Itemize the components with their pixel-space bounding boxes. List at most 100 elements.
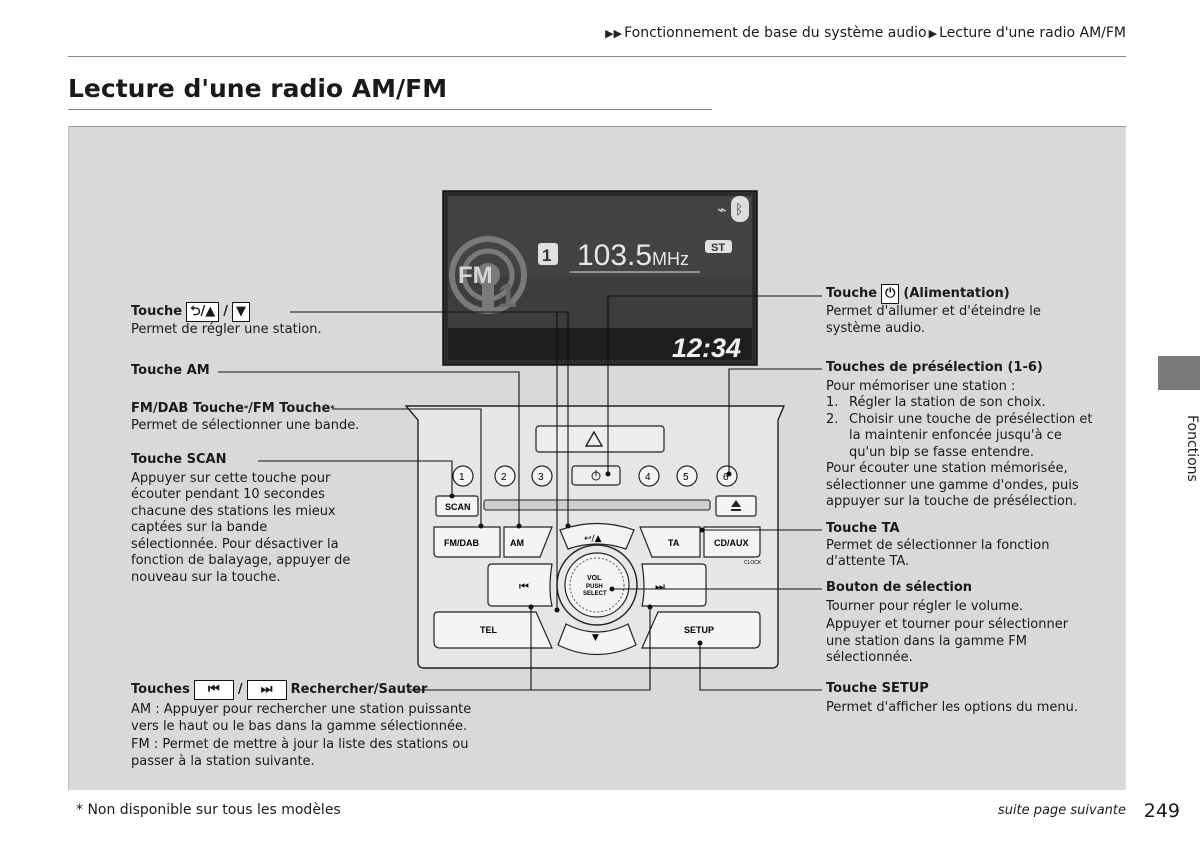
callout-select-desc-1: Tourner pour régler le volume. [826, 598, 1024, 614]
tune-up-icon: ↩/▲ [584, 534, 602, 544]
callout-seek-desc-2: FM : Permet de mettre à jour la liste de… [131, 737, 469, 769]
stereo-badge [705, 240, 732, 253]
seek-back-button[interactable] [487, 563, 553, 607]
triangle-right-icon: ▶▶ [605, 26, 623, 40]
bluetooth-icon [731, 196, 749, 222]
seek-forward-icon: ⏭ [655, 580, 665, 593]
callout-presets-step-2: Choisir une touche de présélection et la… [849, 411, 1093, 460]
callout-am-label: Touche AM [131, 363, 210, 378]
section-tab [1158, 356, 1200, 390]
title-underline [68, 109, 712, 110]
am-button[interactable] [503, 526, 553, 558]
callout-presets: Touches de présélection (1-6) Pour mémor… [826, 360, 1094, 511]
cd-aux-button-label: CD/AUX [714, 538, 749, 548]
callout-presets-label: Touches de présélection (1-6) [826, 360, 1043, 375]
frequency-unit: MHz [652, 249, 689, 269]
seek-forward-button[interactable] [641, 563, 707, 607]
fm-dab-button-label: FM/DAB [444, 538, 479, 548]
callout-tune-label: Touche [131, 303, 183, 319]
preset-button-label: 5 [683, 472, 689, 483]
usb-icon: ⌁ [717, 200, 727, 219]
callout-power-label: Touche [826, 285, 878, 301]
preset-button-label: 2 [501, 472, 507, 483]
tune-down-button[interactable] [557, 623, 637, 656]
hazard-icon [584, 430, 604, 447]
setup-button-label: SETUP [684, 625, 714, 635]
fm-signal-icon [449, 236, 527, 314]
clock-display: 12:34 [672, 333, 741, 363]
preset-button-5[interactable] [676, 465, 698, 487]
preset-button-3[interactable] [531, 465, 553, 487]
header-divider [68, 56, 1126, 57]
preset-button-label: 3 [538, 472, 544, 483]
knob-label-push: PUSH [586, 584, 603, 590]
callout-band-label: FM/DAB Touche [131, 401, 244, 416]
fm-dab-button[interactable] [433, 526, 501, 558]
preset-button-1[interactable] [452, 465, 474, 487]
scan-button[interactable] [435, 495, 479, 517]
setup-button[interactable] [641, 611, 761, 649]
preset-buttons: 1 2 3 4 5 6 [452, 465, 738, 487]
breadcrumb-part-2[interactable]: Lecture d'une radio AM/FM [939, 25, 1126, 41]
preset-button-2[interactable] [494, 465, 516, 487]
ta-button[interactable] [639, 526, 701, 558]
callout-tune: Touche ⮌/▲ / ▼ Permet de régler une stat… [131, 302, 331, 339]
ta-button-label: TA [668, 538, 680, 548]
callout-power-label-2: (Alimentation) [903, 285, 1010, 301]
callout-am: Touche AM [131, 363, 210, 380]
tel-button-label: TEL [480, 625, 498, 635]
preset-button-label: 6 [723, 472, 729, 483]
callout-band: FM/DAB Touche* /FM Touche* Permet de sél… [131, 401, 371, 434]
page-number: 249 [1143, 800, 1180, 822]
cd-slot [483, 499, 711, 511]
callout-scan-desc: Appuyer sur cette touche pour écouter pe… [131, 470, 351, 585]
callout-ta-desc: Permet de sélectionner la fonction d'att… [826, 537, 1050, 570]
scan-button-label: SCAN [445, 502, 471, 512]
breadcrumb-part-1[interactable]: Fonctionnement de base du système audio [624, 25, 927, 41]
leader-lines [218, 295, 822, 691]
leader-dots [449, 471, 732, 646]
callout-presets-outro: Pour écouter une station mémorisée, séle… [826, 461, 1079, 509]
callout-tune-desc: Permet de régler une station. [131, 322, 322, 337]
select-knob[interactable] [564, 552, 630, 618]
seek-back-key-icon: ⏮ [193, 680, 234, 700]
callout-setup-desc: Permet d'afficher les options du menu. [826, 699, 1079, 715]
section-tab-label[interactable]: Fonctions [1184, 414, 1200, 482]
callout-select-desc-2: Appuyer et tourner pour sélectionner une… [826, 617, 1069, 665]
audio-faceplate: 1 2 3 4 5 6 SCAN FM/DAB AM TA CD/AUX CLO… [404, 405, 786, 669]
callout-select: Bouton de sélection Tourner pour régler … [826, 580, 1082, 667]
preset-number-box [538, 243, 558, 265]
callout-band-label-2: /FM Touche [248, 401, 331, 416]
tune-down-icon: ▼ [592, 633, 599, 643]
callout-seek-desc-1: AM : Appuyer pour rechercher une station… [131, 702, 472, 734]
callout-power-desc: Permet d'allumer et d'éteindre le systèm… [826, 304, 1041, 336]
preset-button-4[interactable] [638, 465, 660, 487]
footnote: * Non disponible sur tous les modèles [76, 802, 341, 818]
cd-aux-button[interactable] [703, 526, 761, 558]
preset-button-6[interactable] [716, 465, 738, 487]
band-indicator: FM [458, 262, 493, 289]
preset-number: 1 [542, 246, 551, 265]
down-key-icon: ▼ [232, 302, 251, 322]
stereo-text: ST [711, 242, 725, 254]
svg-text:ᛒ: ᛒ [735, 202, 743, 218]
frequency-value: 103.5 [577, 239, 652, 272]
knob-label-vol: VOL [587, 575, 602, 582]
seek-forward-key-icon: ⏭ [246, 680, 287, 700]
tel-button[interactable] [433, 611, 553, 649]
callout-band-desc: Permet de sélectionner une bande. [131, 417, 360, 433]
callout-ta: Touche TA Permet de sélectionner la fonc… [826, 521, 1066, 571]
back-up-key-icon: ⮌/▲ [186, 302, 220, 322]
eject-icon [731, 500, 741, 507]
tune-up-button[interactable] [559, 522, 635, 550]
power-key-icon: ⏻ [881, 284, 900, 304]
preset-watermark: 1 [498, 277, 517, 315]
seek-back-icon: ⏮ [519, 580, 529, 593]
continued-note: suite page suivante [997, 803, 1126, 818]
hazard-button[interactable] [535, 425, 665, 453]
callout-presets-steps: 1.Régler la station de son choix. 2.Choi… [826, 395, 1093, 460]
callout-power: Touche ⏻ (Alimentation) Permet d'allumer… [826, 284, 1066, 337]
callout-setup-label: Touche SETUP [826, 681, 929, 696]
callout-seek: Touches ⏮ / ⏭ Rechercher/Sauter AM : App… [131, 680, 489, 770]
